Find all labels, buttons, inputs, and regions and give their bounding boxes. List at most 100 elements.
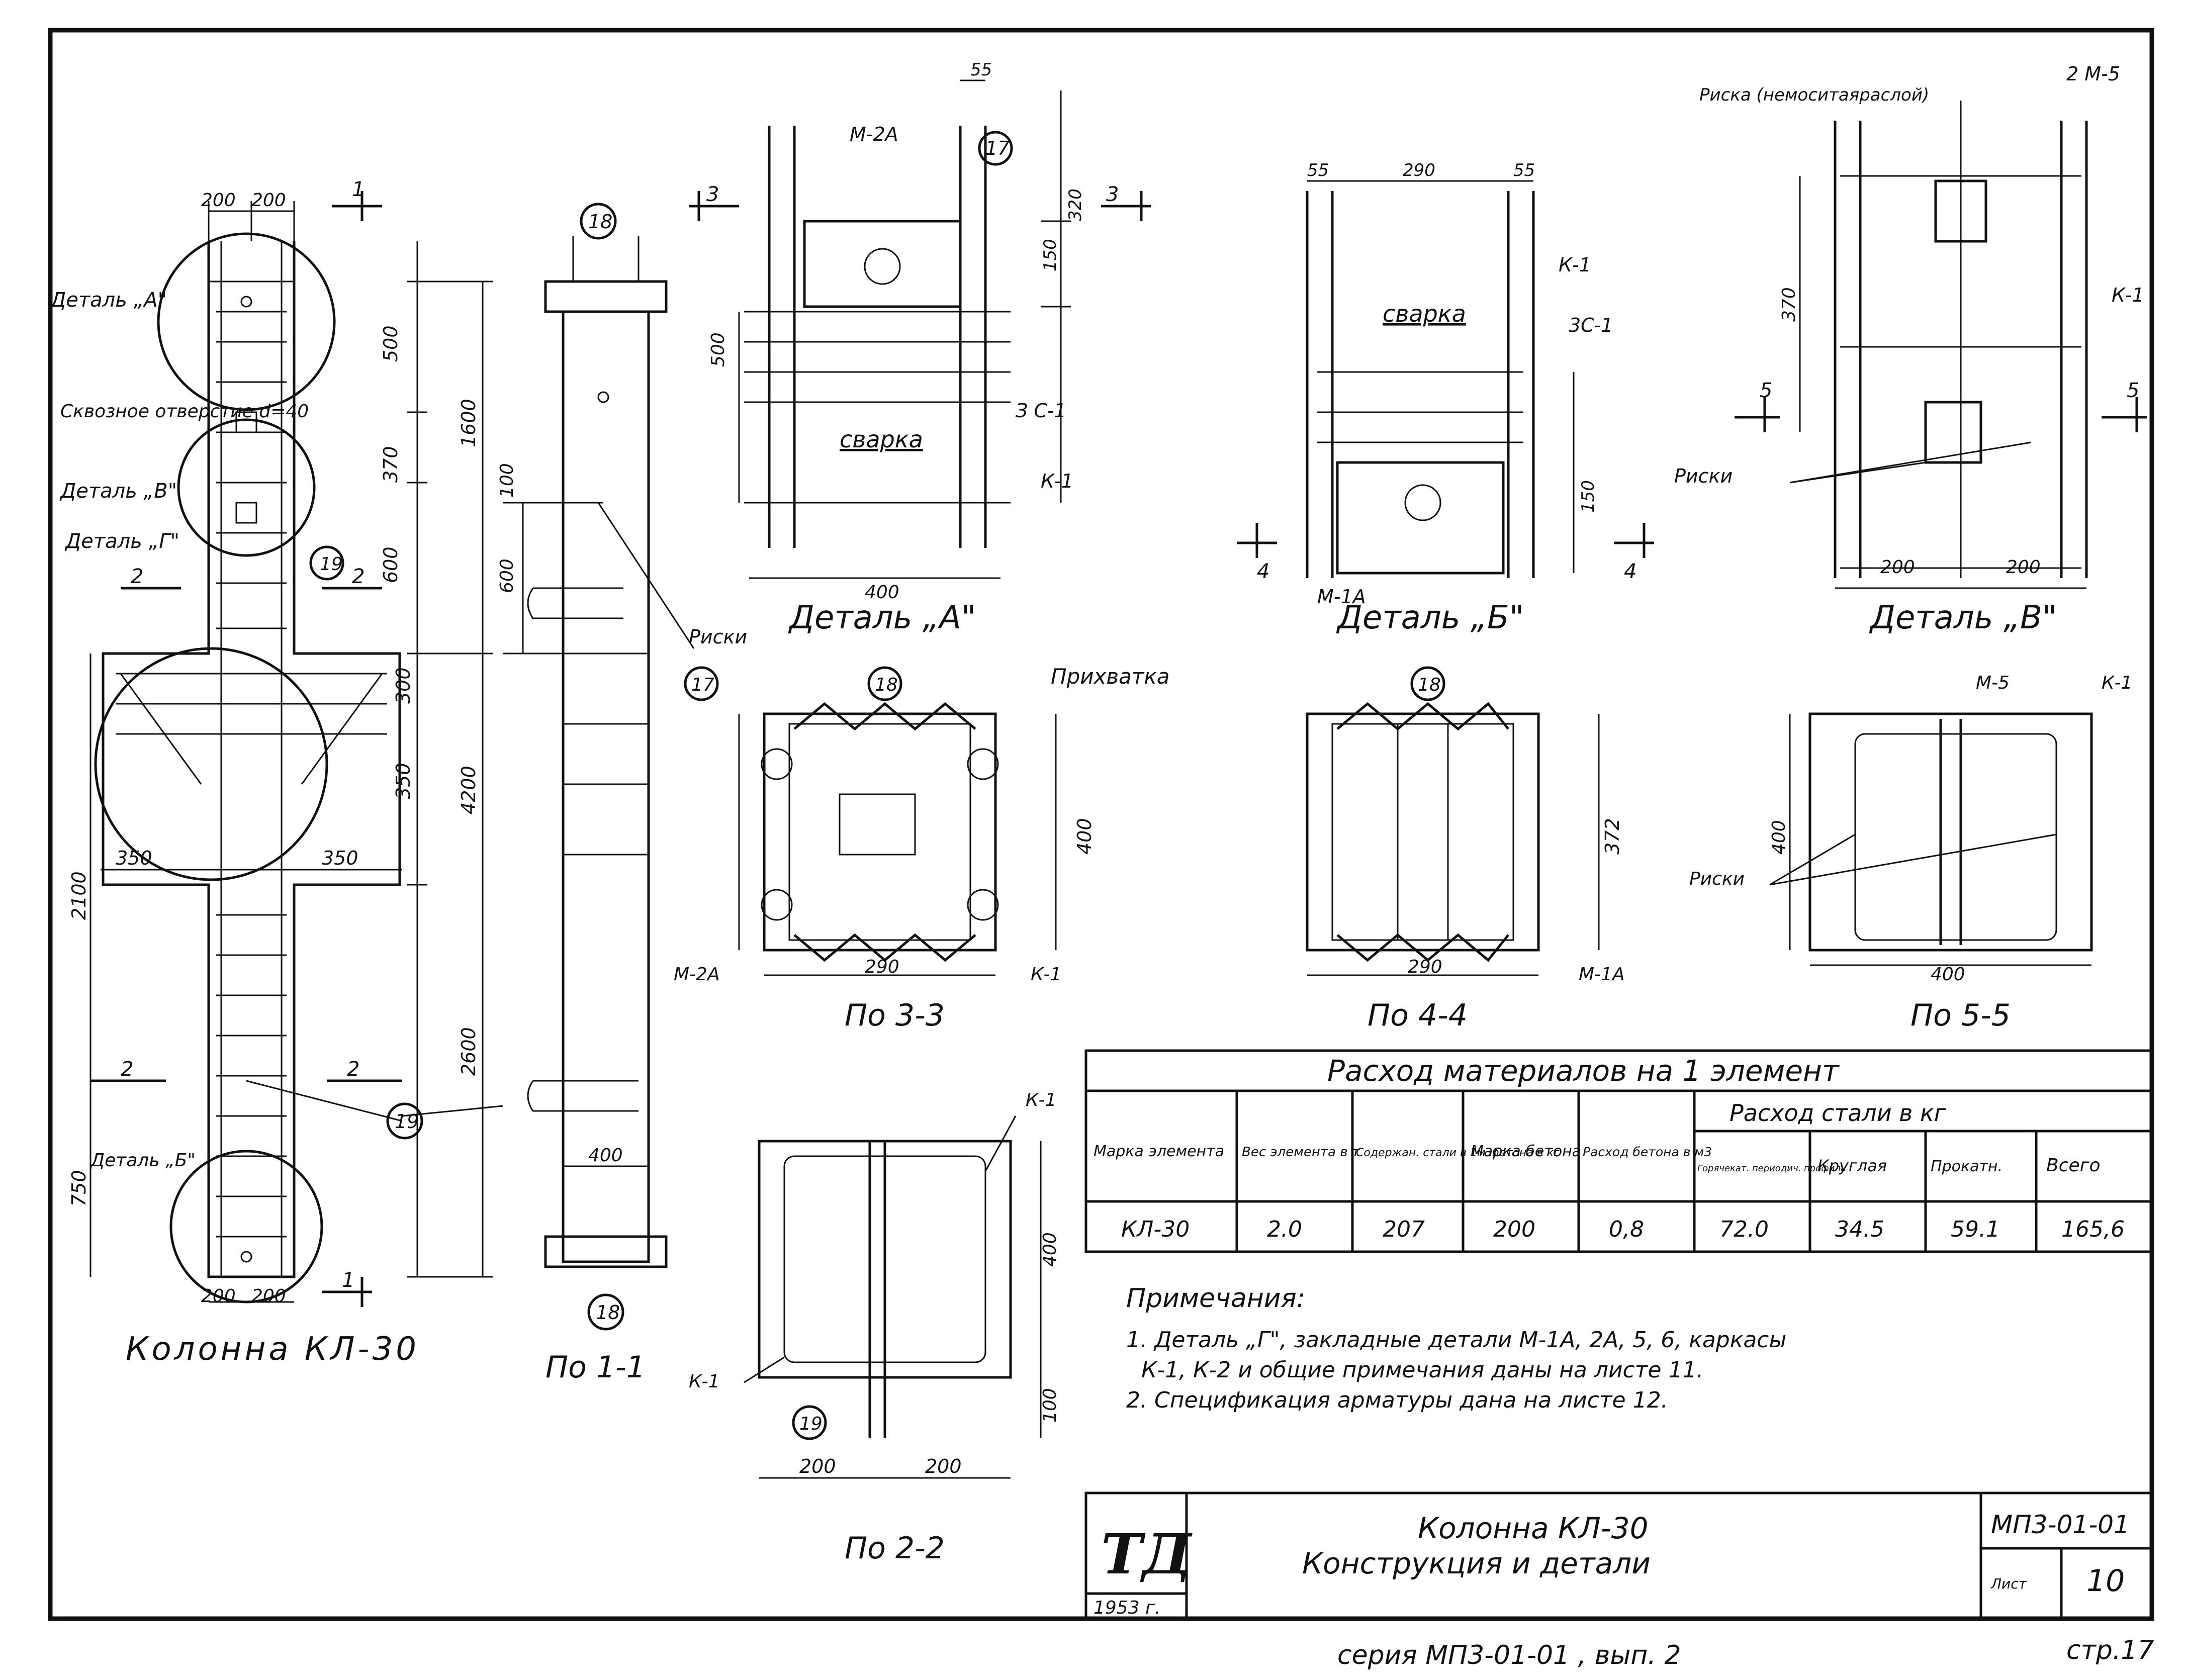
dim-text: 55 — [1307, 160, 1329, 180]
dim-text: 200 — [251, 190, 286, 211]
dim-text: 200 — [799, 1455, 836, 1477]
sheet-frame — [48, 28, 2154, 1621]
dim-text: 200 — [925, 1455, 962, 1477]
dim-text: 55 — [970, 60, 992, 80]
series-footer: серия МП3-01-01 , вып. 2 — [1337, 1640, 1681, 1670]
dim-text: 1600 — [458, 399, 480, 447]
section-mark: 4 — [1257, 560, 1269, 583]
detail-v-callout: Деталь „В" — [59, 480, 177, 503]
dim-text: 100 — [1040, 1388, 1060, 1423]
m1a-label: М-1А — [1579, 964, 1625, 985]
header-hot-rolled: Горячекат. периодич. профиль — [1697, 1163, 1846, 1174]
dim-text: 150 — [1578, 480, 1598, 513]
dim-text: 370 — [1779, 287, 1799, 322]
m2a-label: М-2А — [850, 123, 898, 145]
header-concrete-use: Расход бетона в м3 — [1583, 1145, 1712, 1159]
mark-18: 18 — [1418, 675, 1441, 695]
section-5-5-title: По 5-5 — [1910, 998, 2011, 1033]
column-mark-19: 19 — [320, 554, 343, 575]
section-4-4: 18 М-1А 372 290 По 4-4 — [1306, 666, 1625, 1033]
dim-text: 200 — [1880, 557, 1915, 578]
header-rolled: Прокатн. — [1931, 1158, 2002, 1175]
k1-label: К-1 — [2112, 284, 2144, 306]
dim-text: 500 — [708, 332, 729, 367]
cell-mark: КЛ-30 — [1121, 1217, 1190, 1242]
detail-g-callout: Деталь „Г" — [64, 530, 179, 553]
dim-text: 290 — [1403, 160, 1435, 180]
3c1-label: З С-1 — [1016, 400, 1066, 422]
header-steel-content: Содержан. стали в 1м3бетона в кг — [1356, 1147, 1560, 1159]
sheet-number: 10 — [2086, 1563, 2125, 1599]
section-5-5: М-5 К-1 Риски 400 400 По 5-5 — [1689, 673, 2132, 1033]
detail-b-title: Деталь „Б" — [1336, 599, 1524, 636]
dim-text: 400 — [865, 582, 899, 603]
dim-text: 500 — [380, 325, 402, 362]
dim-text: 750 — [68, 1170, 90, 1206]
section-4-4-title: По 4-4 — [1368, 998, 1468, 1033]
detail-v: Риска (немоситаяраслой) 2 М-5 К-1 Риски … — [1674, 63, 2147, 636]
section-mark: 2 — [121, 1058, 133, 1081]
dim-text: 350 — [392, 763, 414, 799]
dim-text: 370 — [380, 446, 402, 483]
sheet-label: Лист — [1990, 1575, 2027, 1592]
dim-text: 200 — [2006, 557, 2041, 578]
section-3-3: 17 18 Прихватка М-2А К-1 400 290 По 3-3 — [674, 664, 1169, 1033]
dim-text: 350 — [116, 847, 152, 869]
header-steel-use: Расход стали в кг — [1729, 1099, 1947, 1127]
k1-label: К-1 — [1559, 254, 1591, 276]
riski-label: Риски — [1689, 869, 1745, 889]
m5-label: М-5 — [1976, 673, 2010, 693]
section-2-2-title: По 2-2 — [845, 1531, 945, 1566]
dim-text: 400 — [1931, 964, 1965, 985]
detail-b: 55 290 55 сварка К-1 3С-1 М-1А 4 4 150 Д… — [1237, 160, 1654, 636]
dim-text: 400 — [1040, 1232, 1060, 1267]
dim-text: 300 — [392, 667, 414, 704]
section-mark: 2 — [131, 565, 143, 588]
drawing-code: МП3-01-01 — [1991, 1510, 2130, 1539]
k1-label: К-1 — [2102, 673, 2132, 693]
weld-label: сварка — [840, 426, 923, 453]
dim-text: 150 — [1040, 239, 1060, 271]
header-concrete-grade: Марка бетона — [1471, 1143, 1581, 1160]
k1-label: К-1 — [689, 1371, 719, 1392]
m2a-label: М-2А — [674, 964, 720, 985]
section-mark: 3 — [706, 183, 719, 206]
section-mark: 5 — [1760, 379, 1772, 402]
riski-label: Риски — [1674, 465, 1733, 487]
section-mark: 2 — [347, 1058, 359, 1081]
cell-concrete-use: 0,8 — [1609, 1217, 1644, 1242]
dim-text: 200 — [251, 1286, 286, 1306]
detail-a-callout: Деталь „А" — [49, 289, 167, 312]
k1-label: К-1 — [1026, 1090, 1056, 1110]
column-elevation: Деталь „А" Сквозное отверстие d=40 Детал… — [49, 178, 493, 1368]
title-line-2: Конструкция и детали — [1302, 1546, 1651, 1580]
page-footer: стр.17 — [2066, 1635, 2154, 1665]
cell-hot-rolled: 72.0 — [1719, 1217, 1769, 1242]
mark-18-bottom: 18 — [596, 1301, 620, 1324]
column-title: Колонна КЛ-30 — [126, 1331, 419, 1368]
title-logo: ТД — [1101, 1522, 1193, 1586]
header-round: Круглая — [1817, 1156, 1887, 1175]
risk-label: Риска (немоситаяраслой) — [1699, 85, 1929, 105]
mark-19: 19 — [395, 1110, 419, 1133]
section-mark: 5 — [2127, 379, 2139, 402]
dim-text: 400 — [588, 1145, 623, 1166]
header-weight: Вес элемента в т — [1242, 1145, 1360, 1160]
k1-label: К-1 — [1031, 964, 1061, 985]
3c1-label: 3С-1 — [1569, 314, 1613, 336]
detail-v-title: Деталь „В" — [1869, 599, 2057, 636]
dim-text: 400 — [1769, 820, 1789, 855]
dim-text: 400 — [1073, 818, 1096, 855]
title-year: 1953 г. — [1094, 1598, 1160, 1618]
dim-text: 372 — [1601, 818, 1623, 855]
dim-text: 2600 — [458, 1027, 480, 1076]
m1a-label: М-1А — [1317, 586, 1366, 608]
cell-round: 34.5 — [1835, 1217, 1884, 1242]
cell-total: 165,6 — [2061, 1217, 2125, 1242]
mark-19: 19 — [799, 1414, 823, 1434]
notes: Примечания: 1. Деталь „Г", закладные дет… — [1126, 1283, 1786, 1413]
note-line-3: 2. Спецификация арматуры дана на листе 1… — [1126, 1387, 1668, 1413]
dim-text: 290 — [865, 957, 899, 977]
dim-text: 600 — [497, 558, 517, 593]
m5-label: 2 М-5 — [2066, 63, 2120, 85]
